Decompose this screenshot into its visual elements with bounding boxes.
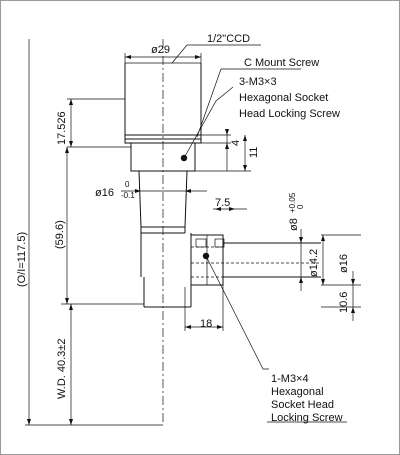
- screw1-line4: Locking Screw: [271, 412, 343, 424]
- dim-tol-d8: +0.05: [288, 192, 297, 213]
- dim-d16-main: ø16: [95, 187, 114, 199]
- dim-h106: 10.6: [338, 292, 350, 313]
- dim-h596: (59.6): [54, 220, 66, 249]
- cmount-label: C Mount Screw: [244, 57, 319, 69]
- side-port: [190, 234, 321, 286]
- lens-barrel: [138, 170, 192, 308]
- screw1-line2: Hexagonal: [271, 386, 324, 398]
- dim-d29: ø29: [151, 44, 170, 56]
- screw3-line3: Head Locking Screw: [239, 108, 340, 120]
- dim-tol-d16-bot: -0.1: [121, 191, 135, 200]
- dim-wd: W.D. 40.3±2: [56, 339, 68, 399]
- dim-d8: ø8: [288, 218, 300, 231]
- leader-lines: [171, 44, 347, 423]
- screw3-line1: 3-M3×3: [239, 76, 277, 88]
- dim-h17526: 17.526: [56, 111, 68, 145]
- screw1-line1: 1-M3×4: [271, 373, 309, 385]
- dim-d16-side: ø16: [338, 254, 350, 273]
- dim-oi: (O/I=117.5): [16, 232, 28, 287]
- dim-tol-d16-top: 0: [125, 180, 130, 189]
- dim-w75: 7.5: [215, 197, 230, 209]
- screw1-line3: Socket Head: [271, 399, 334, 411]
- dim-h4: 4: [230, 140, 242, 146]
- dim-d142: ø14.2: [308, 249, 320, 277]
- ccd-label: 1/2"CCD: [207, 33, 250, 45]
- dim-tol-d8-0: 0: [296, 204, 305, 209]
- dim-h11: 11: [248, 147, 260, 158]
- screw3-line2: Hexagonal Socket: [239, 92, 328, 104]
- dim-w18: 18: [200, 318, 212, 330]
- extension-lines: [25, 53, 361, 426]
- dimension-lines: [27, 39, 355, 425]
